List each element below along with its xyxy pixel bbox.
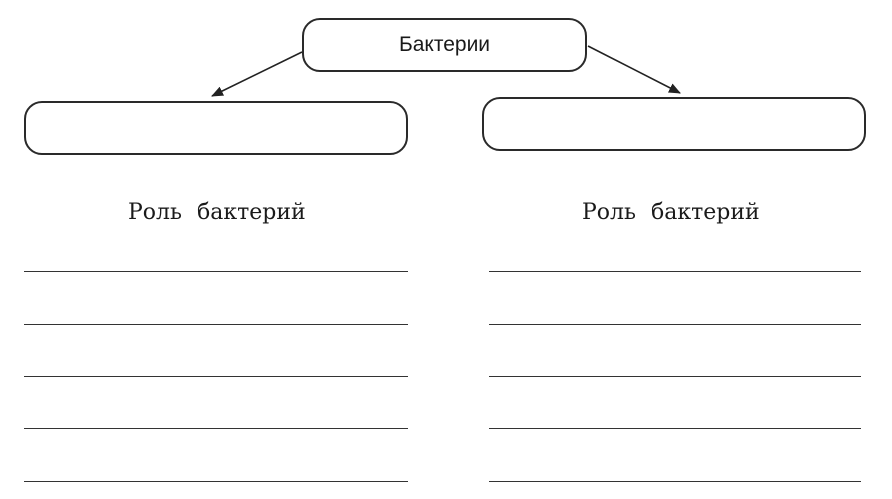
answer-line[interactable] [489,428,861,429]
left-blank-box[interactable] [24,101,408,155]
answer-line[interactable] [489,481,861,482]
answer-line[interactable] [24,376,408,377]
answer-line[interactable] [24,324,408,325]
root-node-label: Бактерии [398,33,491,56]
answer-line[interactable] [24,481,408,482]
answer-line[interactable] [489,324,861,325]
left-column-title: Роль бактерий [128,200,306,225]
right-column-title: Роль бактерий [582,200,760,225]
answer-line[interactable] [24,271,408,272]
answer-line[interactable] [489,271,861,272]
arrow-to-left-box [211,51,303,97]
answer-line[interactable] [489,376,861,377]
right-blank-box[interactable] [482,97,866,151]
arrow-to-right-box [587,45,681,94]
root-node-bacteria: Бактерии [302,18,587,72]
answer-line[interactable] [24,428,408,429]
